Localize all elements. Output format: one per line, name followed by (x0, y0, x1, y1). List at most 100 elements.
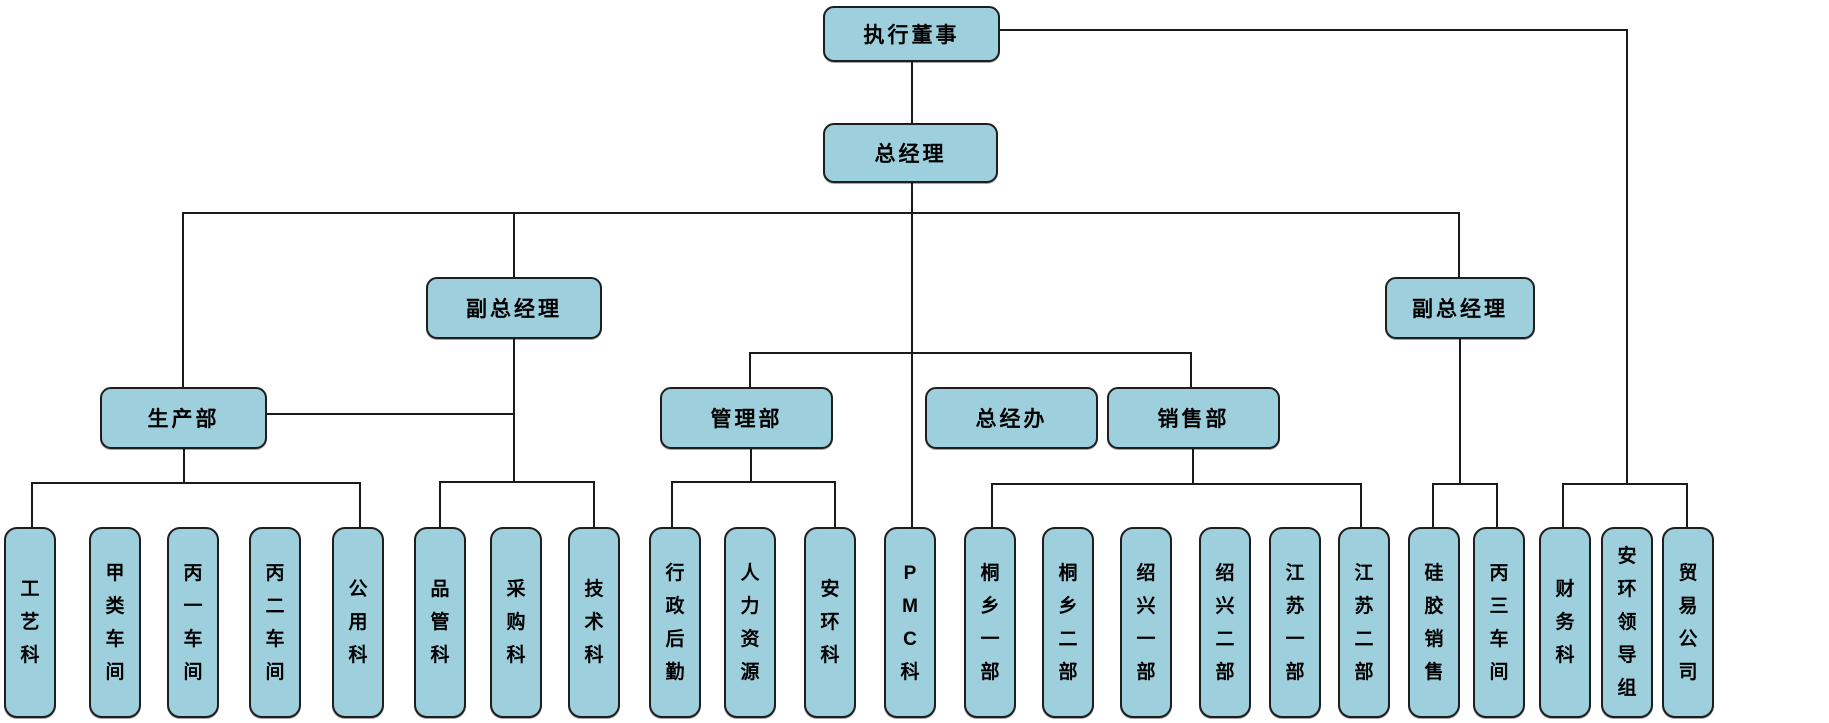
org-node-char: P (903, 562, 917, 584)
org-node-production-dept: 生产部 (100, 387, 267, 449)
org-node-char: 兴 (1136, 595, 1156, 617)
org-node-char: 桐 (980, 562, 1000, 584)
org-node-tongxiang-dept-1: 桐乡一部 (964, 527, 1016, 718)
connector-segment (671, 481, 673, 527)
connector-segment (834, 481, 836, 527)
org-node-char: 一 (1136, 628, 1156, 650)
connector-segment (911, 183, 913, 527)
org-node-char: 兴 (1215, 595, 1235, 617)
org-node-safety-env-section: 安环科 (804, 527, 856, 718)
org-node-char: 安 (1617, 546, 1637, 567)
org-node-char: 公 (1678, 628, 1698, 650)
org-node-finance-section: 财务科 (1539, 527, 1591, 718)
connector-segment (513, 212, 515, 277)
connector-segment (1432, 483, 1434, 527)
org-node-tongxiang-dept-2: 桐乡二部 (1042, 527, 1094, 718)
org-node-char: 部 (1285, 661, 1305, 683)
connector-segment (1190, 352, 1192, 387)
org-node-jiangsu-dept-2: 江苏二部 (1338, 527, 1390, 718)
org-node-char: 绍 (1215, 562, 1235, 584)
org-node-char: 务 (1555, 612, 1575, 633)
org-node-shaoxing-dept-2: 绍兴二部 (1199, 527, 1251, 718)
org-node-char: 丙 (265, 562, 285, 584)
connector-segment (513, 339, 515, 482)
org-node-char: 环 (820, 612, 840, 633)
connector-segment (183, 212, 1460, 214)
org-node-deputy-gm-left: 副总经理 (426, 277, 602, 339)
org-node-deputy-gm-right: 副总经理 (1385, 277, 1535, 339)
org-node-char: 科 (20, 645, 40, 666)
connector-segment (359, 482, 361, 527)
org-node-quality-section: 品管科 (414, 527, 466, 718)
connector-segment (440, 481, 594, 483)
org-node-char: 司 (1678, 661, 1698, 683)
org-node-char: 桐 (1058, 562, 1078, 584)
org-node-admin-logistics: 行政后勤 (649, 527, 701, 718)
org-node-char: 一 (1285, 628, 1305, 650)
org-node-char: 政 (665, 595, 685, 617)
org-node-silicone-sales: 硅胶销售 (1408, 527, 1460, 718)
org-node-char: 科 (506, 645, 526, 666)
connector-segment (1433, 483, 1497, 485)
org-node-char: 勤 (665, 661, 685, 683)
org-node-char: 车 (265, 628, 285, 650)
org-node-char: 用 (348, 612, 368, 633)
org-node-utility-section: 公用科 (332, 527, 384, 718)
org-node-char: 江 (1354, 562, 1374, 584)
org-node-char: 力 (740, 595, 760, 617)
org-node-char: 丙 (1489, 562, 1509, 584)
org-node-char: 品 (430, 579, 450, 600)
org-node-char: 一 (183, 595, 203, 617)
org-node-char: 丙 (183, 562, 203, 584)
org-node-char: 车 (105, 628, 125, 650)
connector-segment (1192, 448, 1194, 484)
connector-segment (32, 482, 360, 484)
org-node-char: 源 (740, 661, 760, 683)
org-node-workshop-bing-3: 丙三车间 (1473, 527, 1525, 718)
connector-segment (183, 449, 185, 483)
org-node-char: 二 (265, 595, 285, 617)
org-node-char: 部 (1058, 661, 1078, 683)
org-node-char: 江 (1285, 562, 1305, 584)
org-node-char: 部 (1136, 661, 1156, 683)
org-node-char: 胶 (1424, 595, 1444, 617)
org-node-char: M (902, 595, 918, 617)
org-node-char: 间 (183, 661, 203, 683)
org-node-class-a-workshop: 甲类车间 (89, 527, 141, 718)
org-node-char: 贸 (1678, 562, 1698, 584)
org-node-char: 环 (1617, 579, 1637, 600)
org-node-char: 采 (506, 579, 526, 600)
org-node-workshop-bing-2: 丙二车间 (249, 527, 301, 718)
connector-segment (1563, 483, 1687, 485)
org-node-char: 科 (1555, 645, 1575, 666)
org-node-char: 科 (348, 645, 368, 666)
org-node-char: 购 (506, 612, 526, 633)
connector-segment (749, 352, 751, 387)
org-node-char: 部 (1215, 661, 1235, 683)
connector-segment (991, 483, 993, 527)
org-node-char: 三 (1489, 595, 1509, 617)
org-node-char: 后 (665, 628, 685, 650)
connector-segment (750, 352, 1191, 354)
connector-segment (1459, 339, 1461, 484)
org-node-char: 导 (1617, 645, 1637, 666)
org-node-char: 管 (430, 612, 450, 633)
org-node-char: 绍 (1136, 562, 1156, 584)
org-node-purchasing-section: 采购科 (490, 527, 542, 718)
org-node-char: 苏 (1354, 595, 1374, 617)
org-node-gm-office: 总经办 (925, 387, 1098, 449)
connector-segment (911, 62, 913, 123)
connector-segment (1626, 29, 1628, 484)
org-node-char: 工 (20, 579, 40, 600)
org-node-char: 资 (740, 628, 760, 650)
connector-segment (593, 481, 595, 527)
org-node-craft-section: 工艺科 (4, 527, 56, 718)
org-node-jiangsu-dept-1: 江苏一部 (1269, 527, 1321, 718)
org-node-char: 车 (183, 628, 203, 650)
connector-segment (1496, 483, 1498, 527)
org-node-char: 类 (105, 595, 125, 617)
org-node-executive-director: 执行董事 (823, 6, 1000, 62)
org-node-char: 苏 (1285, 595, 1305, 617)
org-node-char: 技 (584, 579, 604, 600)
